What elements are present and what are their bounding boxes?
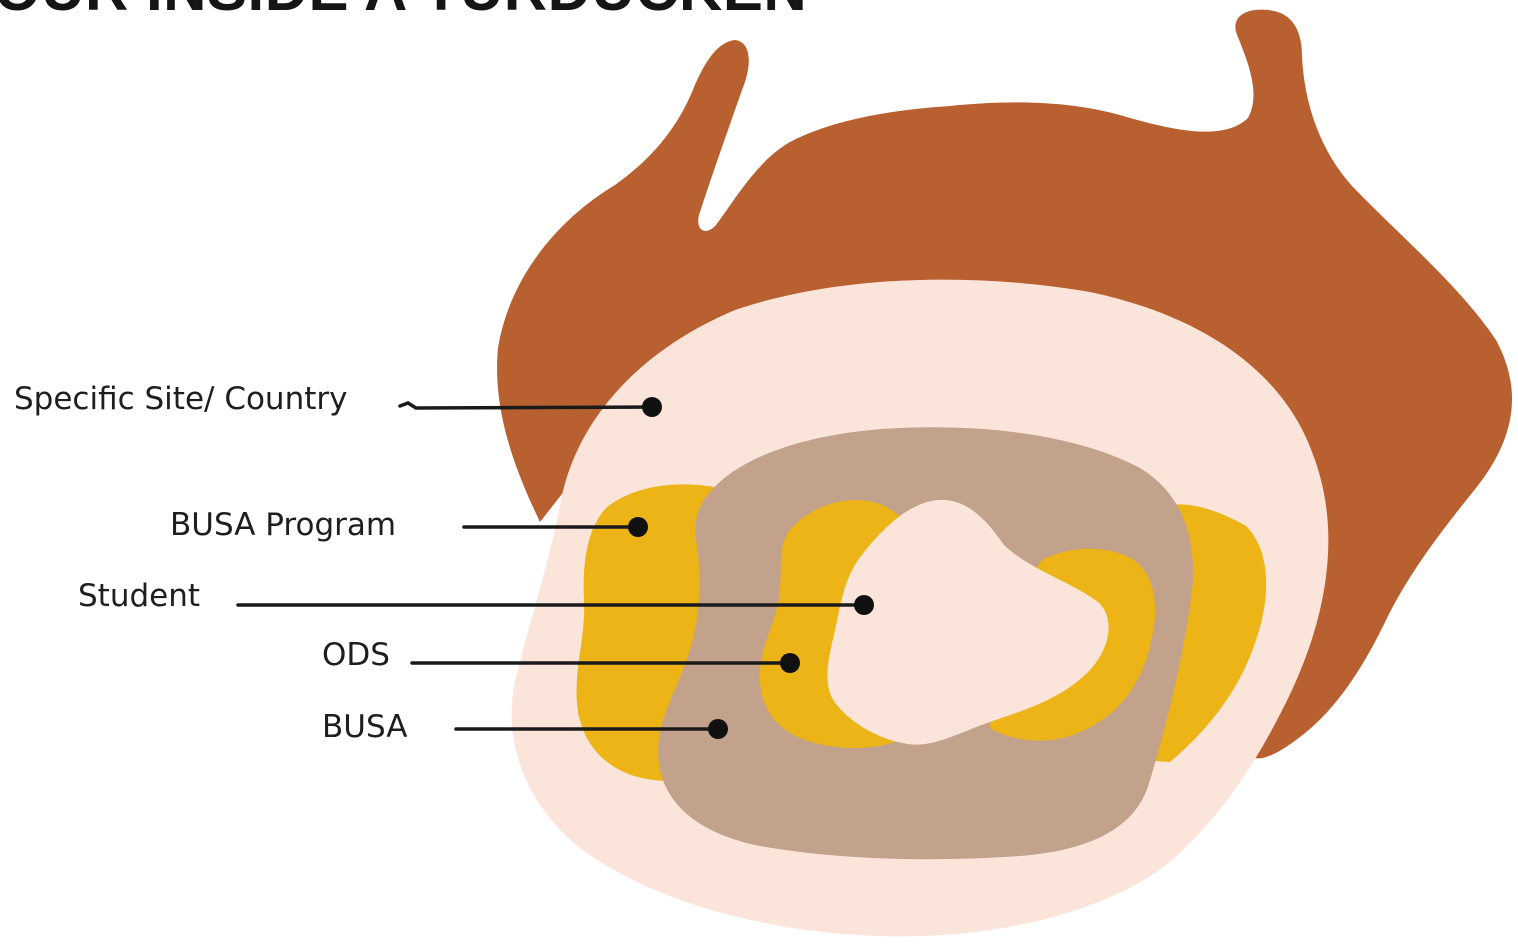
label-busa-program: BUSA Program: [170, 507, 396, 543]
label-specific-site-country: Specific Site/ Country: [14, 381, 347, 417]
leader-dot-busa: [708, 719, 728, 739]
leader-dot-site: [642, 397, 662, 417]
label-ods: ODS: [322, 637, 390, 673]
leader-dot-student: [854, 595, 874, 615]
label-student: Student: [78, 578, 200, 614]
label-busa: BUSA: [322, 709, 407, 745]
leader-dot-ods: [780, 653, 800, 673]
leader-dot-program: [628, 517, 648, 537]
